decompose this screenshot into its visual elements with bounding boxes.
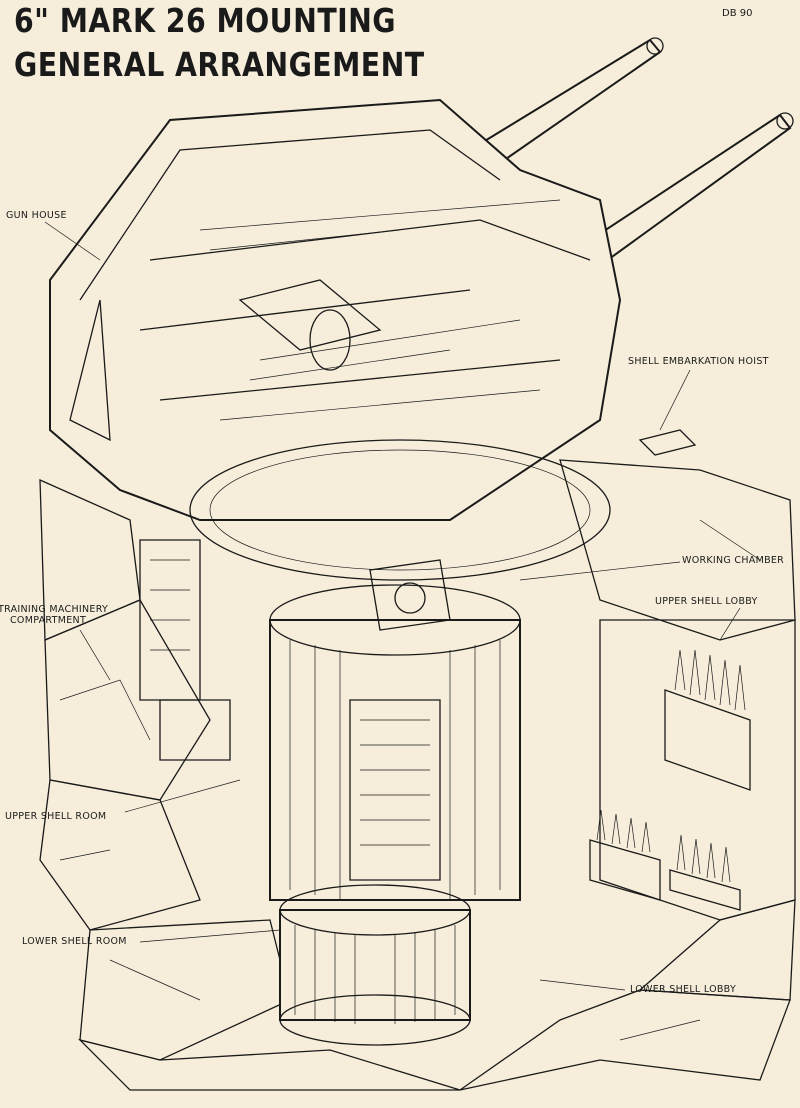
diagram-title-line2: GENERAL ARRANGEMENT bbox=[14, 45, 425, 84]
gun-house bbox=[49, 98, 622, 521]
label-shell-embarkation-hoist: SHELL EMBARKATION HOIST bbox=[628, 356, 769, 367]
training-machinery bbox=[139, 539, 451, 761]
gun-barrels bbox=[468, 37, 794, 282]
drawing-code: DB 90 bbox=[722, 8, 753, 19]
label-working-chamber: WORKING CHAMBER bbox=[682, 555, 785, 566]
label-lower-shell-room: LOWER SHELL ROOM bbox=[22, 936, 127, 947]
label-training-machinery-line1: TRAINING MACHINERY bbox=[0, 604, 109, 615]
diagram-title-line1: 6" MARK 26 MOUNTING bbox=[14, 1, 397, 40]
label-upper-shell-room: UPPER SHELL ROOM bbox=[5, 811, 107, 822]
label-training-machinery-line2: COMPARTMENT bbox=[10, 615, 87, 626]
rotating-trunk bbox=[269, 584, 521, 1046]
deck-plates bbox=[39, 459, 796, 1091]
training-ring bbox=[189, 439, 611, 581]
leader-lines bbox=[44, 221, 741, 991]
label-lower-shell-lobby: LOWER SHELL LOBBY bbox=[630, 984, 737, 995]
label-upper-shell-lobby: UPPER SHELL LOBBY bbox=[655, 596, 758, 607]
label-gun-house: GUN HOUSE bbox=[6, 210, 67, 221]
shell-racks bbox=[589, 429, 751, 911]
